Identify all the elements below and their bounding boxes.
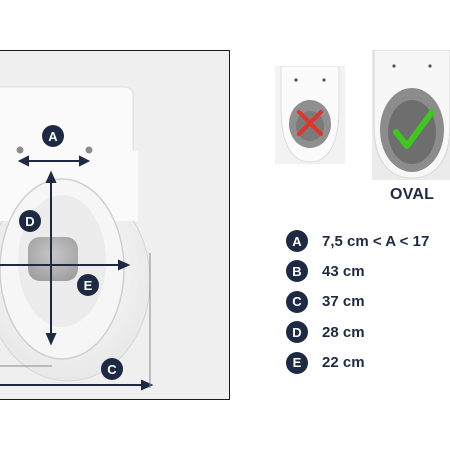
marker-a: A	[42, 125, 64, 147]
legend-item-a: A 7,5 cm < A < 17	[286, 230, 450, 252]
round-seat-thumbnail	[275, 65, 345, 164]
legend-item-e: E 22 cm	[286, 351, 450, 374]
legend-value-e: 22 cm	[322, 354, 365, 372]
legend-value-b: 43 cm	[322, 262, 365, 280]
legend-badge-c: C	[286, 290, 308, 313]
legend-badge-d: D	[286, 321, 308, 344]
svg-text:C: C	[107, 362, 117, 377]
green-check-icon	[393, 109, 435, 149]
red-x-icon	[297, 110, 323, 136]
legend-value-a: 7,5 cm < A < 17	[322, 232, 430, 250]
legend-badge-e: E	[286, 351, 308, 374]
mounting-hole-left	[16, 146, 24, 154]
marker-d: D	[19, 210, 41, 232]
svg-text:E: E	[84, 278, 93, 293]
legend-item-d: D 28 cm	[286, 321, 450, 344]
legend-badge-a: A	[286, 230, 308, 252]
legend-item-c: C 37 cm	[286, 290, 450, 313]
extension-lines	[0, 253, 151, 388]
svg-text:A: A	[48, 129, 58, 144]
dimension-legend: A 7,5 cm < A < 17 B 43 cm C 37 cm D 28 c…	[286, 230, 450, 382]
toilet-top-view-illustration: A D E C	[0, 86, 154, 391]
drain	[28, 237, 78, 281]
legend-badge-b: B	[286, 260, 308, 283]
measurement-diagram: A D E C	[0, 50, 230, 400]
legend-value-c: 37 cm	[322, 293, 365, 311]
svg-text:D: D	[25, 214, 34, 229]
mounting-hole-right	[85, 146, 93, 154]
oval-seat-thumbnail	[372, 49, 450, 180]
legend-item-b: B 43 cm	[286, 260, 450, 283]
legend-value-d: 28 cm	[322, 323, 365, 341]
dimension-lines	[0, 155, 154, 391]
marker-c: C	[101, 358, 123, 380]
oval-label: OVAL	[390, 186, 435, 203]
marker-e: E	[77, 274, 99, 296]
